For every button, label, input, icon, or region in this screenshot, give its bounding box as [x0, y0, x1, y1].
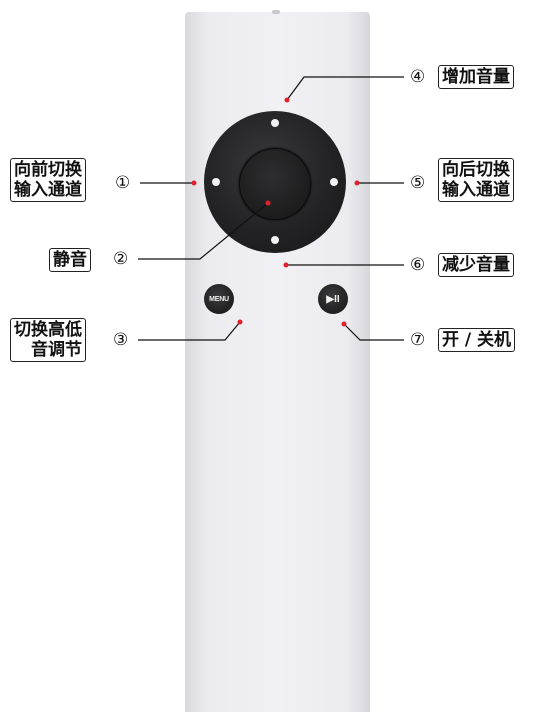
callout-next-input-label: 向后切换 输入通道	[438, 158, 514, 202]
play-pause-button: ▶II	[318, 284, 348, 314]
center-select-button	[239, 148, 311, 220]
callout-line: 增加音量	[442, 67, 510, 87]
callout-line: 减少音量	[442, 255, 510, 275]
callout-volume-down-label: 减少音量	[438, 253, 514, 277]
wheel-down-dot	[271, 236, 279, 244]
callout-line: 向后切换	[442, 160, 510, 180]
callout-number-1: ①	[115, 173, 131, 193]
callout-power-label: 开 / 关机	[438, 328, 516, 352]
callout-line: 开 / 关机	[442, 330, 512, 350]
wheel-left-dot	[212, 178, 220, 186]
callout-number-4: ④	[410, 67, 426, 87]
callout-line: 输入通道	[442, 180, 510, 200]
callout-line: 音调节	[31, 340, 82, 360]
callout-line: 静音	[53, 250, 87, 270]
callout-line: 切换高低	[14, 320, 82, 340]
callout-treble-bass-label: 切换高低 音调节	[10, 318, 86, 362]
callout-mute-label: 静音	[49, 248, 91, 272]
callout-line: 输入通道	[14, 180, 82, 200]
menu-button: MENU	[204, 284, 234, 314]
wheel-up-dot	[271, 119, 279, 127]
callout-number-7: ⑦	[410, 330, 426, 350]
callout-number-5: ⑤	[410, 173, 426, 193]
callout-volume-up-label: 增加音量	[438, 65, 514, 89]
callout-line: 向前切换	[14, 160, 82, 180]
callout-number-6: ⑥	[410, 255, 426, 275]
callout-prev-input-label: 向前切换 输入通道	[10, 158, 86, 202]
remote-top-notch	[272, 10, 280, 14]
wheel-right-dot	[330, 178, 338, 186]
callout-number-2: ②	[113, 249, 129, 269]
callout-number-3: ③	[113, 330, 129, 350]
